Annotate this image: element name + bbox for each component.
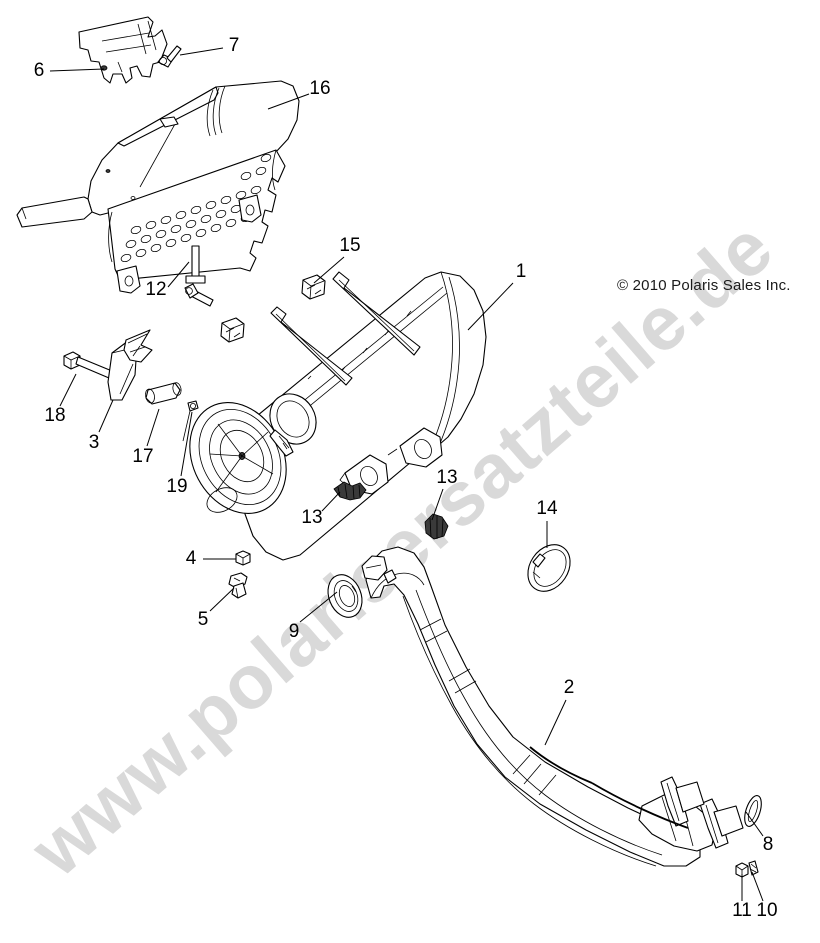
part-lock-nut (235, 550, 251, 566)
leader-line-heat-shield-bracket (98, 399, 114, 433)
part-washer-pin (182, 400, 199, 442)
leader-line-spring-clip (321, 491, 341, 512)
part-stud (748, 860, 759, 876)
leader-line-flange-bolt (179, 47, 224, 56)
callout-number-11[interactable]: 11 (732, 900, 752, 921)
leader-line-washer-pin (180, 411, 193, 477)
copyright-text: © 2010 Polaris Sales Inc. (617, 277, 791, 294)
leader-line-exhaust-pipe (544, 699, 567, 746)
callout-number-13b[interactable]: 13 (436, 467, 457, 488)
part-exhaust-gasket (744, 795, 762, 827)
callout-number-15[interactable]: 15 (339, 235, 360, 256)
part-seal-ring (327, 574, 363, 618)
copyright-notice: © 2010 Polaris Sales Inc. (617, 277, 791, 294)
callout-number-4[interactable]: 4 (186, 548, 197, 569)
callout-number-17[interactable]: 17 (132, 446, 153, 467)
part-screws-12 (184, 245, 214, 307)
callout-number-18[interactable]: 18 (44, 405, 65, 426)
muffler-end-cap (189, 402, 287, 514)
callout-number-6[interactable]: 6 (34, 60, 45, 81)
part-heat-shield-bracket (107, 329, 153, 401)
callout-number-7[interactable]: 7 (229, 35, 240, 56)
callout-number-12[interactable]: 12 (145, 279, 166, 300)
leader-line-exhaust-gasket (745, 811, 764, 837)
callout-number-3[interactable]: 3 (89, 432, 100, 453)
part-spring-clip-a (333, 481, 367, 501)
callout-number-1[interactable]: 1 (516, 261, 527, 282)
callout-leader-lines (49, 47, 764, 902)
part-hex-bolt (63, 351, 113, 379)
part-spring-clip-b (424, 513, 449, 540)
part-clamp-ring (527, 544, 571, 592)
leader-line-seal-ring (299, 591, 338, 623)
callout-number-10[interactable]: 10 (756, 900, 777, 921)
leader-line-hex-bolt (59, 373, 77, 407)
callout-number-8[interactable]: 8 (763, 834, 774, 855)
callout-number-13[interactable]: 13 (301, 507, 322, 528)
part-exhaust-pipe (361, 546, 744, 867)
muffler-inlet-boss (269, 393, 317, 457)
callout-number-5[interactable]: 5 (198, 609, 209, 630)
part-rivet-nut (228, 572, 248, 599)
leader-line-stud (751, 871, 764, 902)
leader-line-rivet-nut (209, 587, 235, 612)
callout-number-2[interactable]: 2 (564, 677, 575, 698)
part-muffler-body (189, 271, 487, 561)
leader-line-screw (167, 261, 190, 288)
part-push-nut-a (220, 317, 245, 343)
part-push-nut-b (301, 274, 326, 300)
callout-number-14[interactable]: 14 (536, 498, 558, 519)
callout-number-16[interactable]: 16 (309, 78, 330, 99)
leader-line-shield-plate (49, 68, 105, 72)
callout-number-9[interactable]: 9 (289, 621, 300, 642)
leader-line-spring-clip (431, 488, 444, 521)
part-spacer-sleeve (145, 382, 182, 405)
leader-line-heat-shield (267, 93, 310, 110)
callout-number-19[interactable]: 19 (166, 476, 187, 497)
part-flange-bolt (157, 45, 182, 68)
part-heat-shield (16, 80, 300, 294)
leader-line-push-nut (313, 256, 345, 284)
leader-line-spacer-sleeve (146, 408, 160, 447)
leader-line-muffler-body (467, 282, 514, 331)
